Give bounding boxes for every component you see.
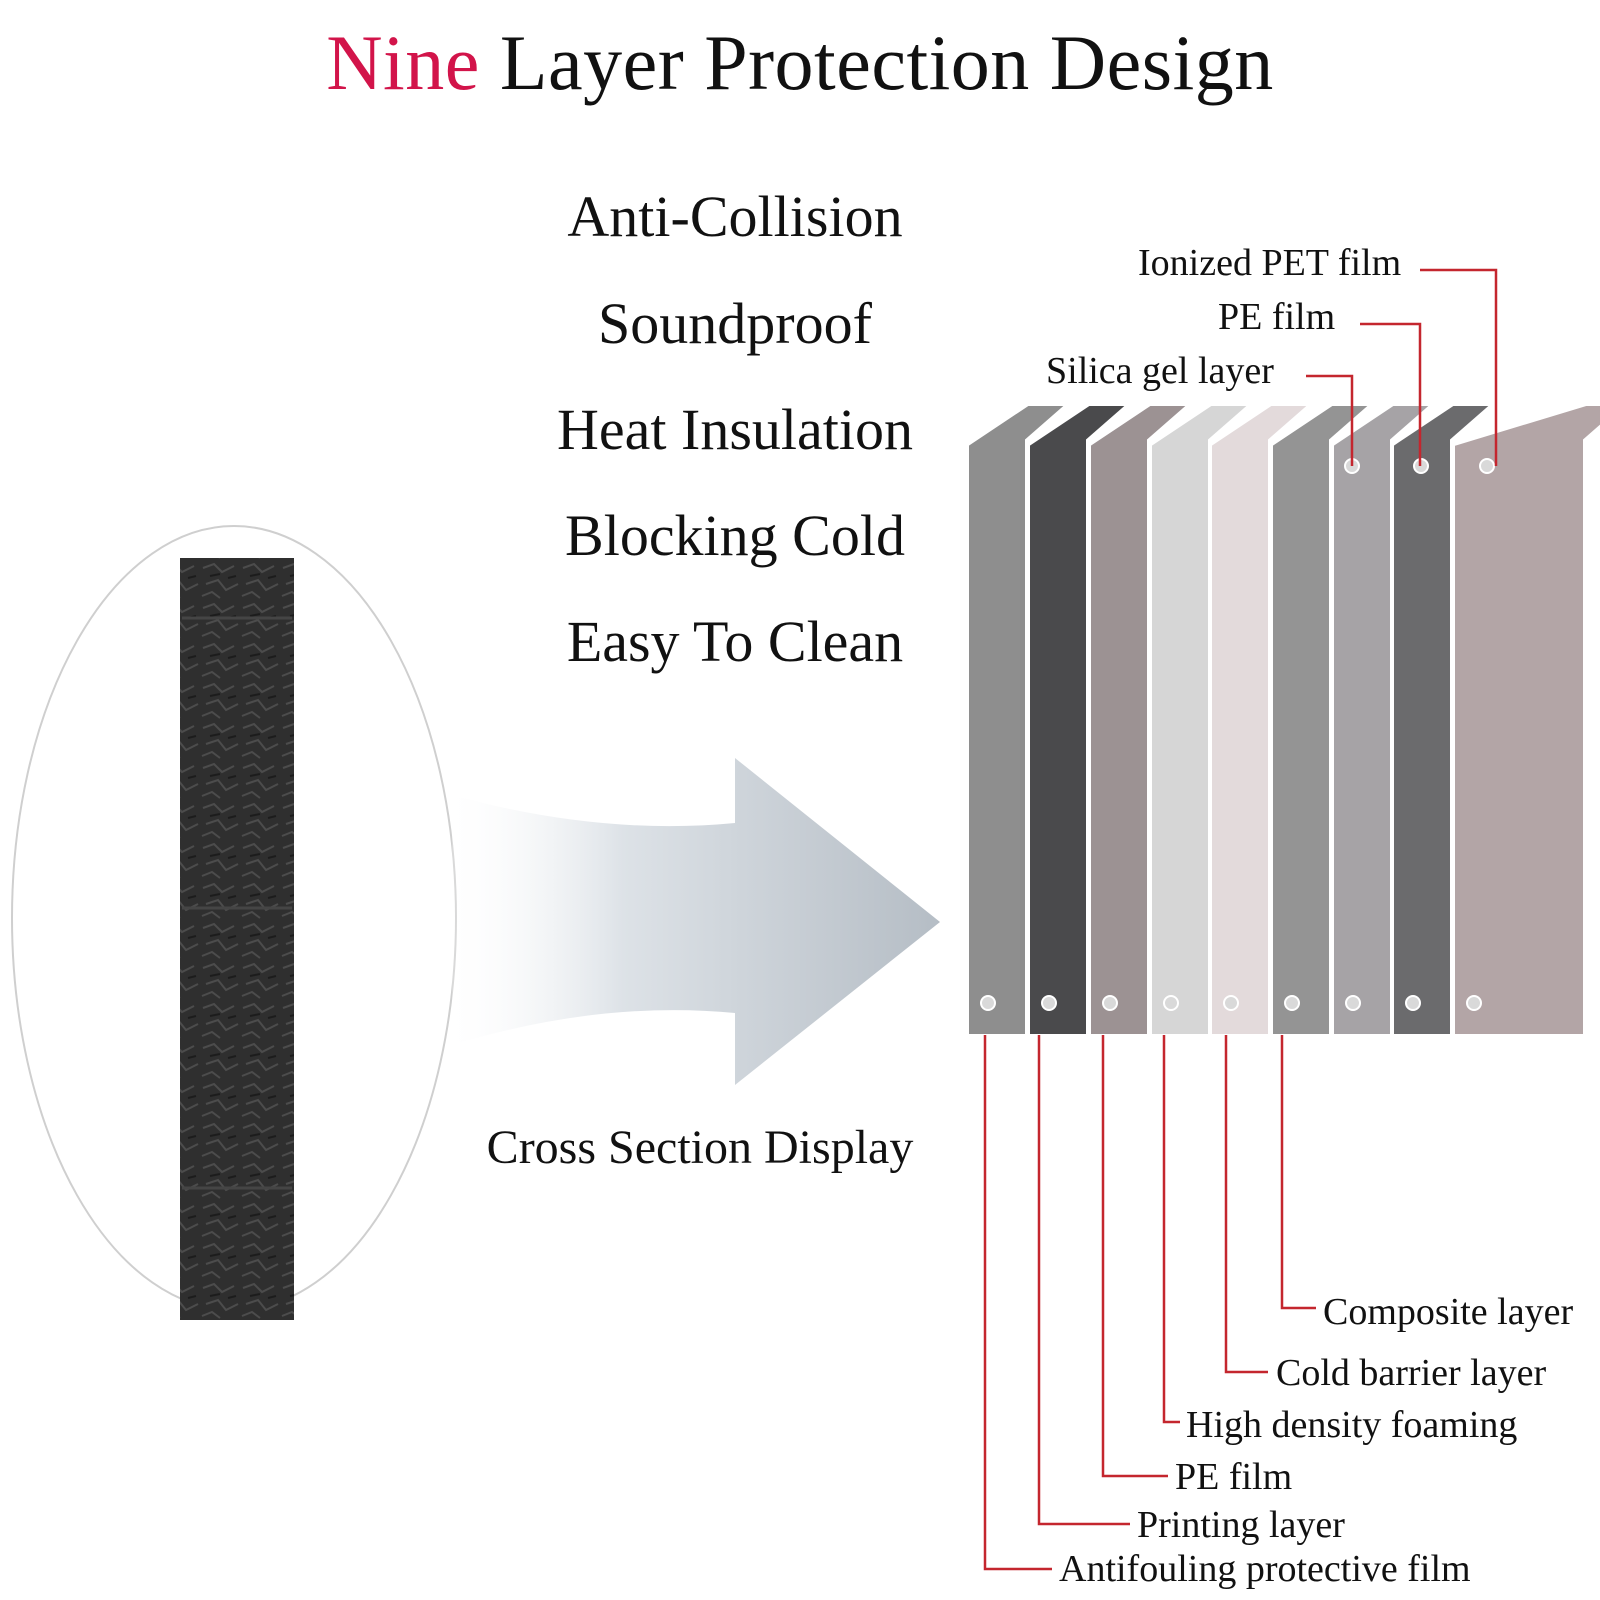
foam-strip [180, 558, 294, 1320]
leader-line [1101, 1035, 1168, 1478]
cross-section-caption: Cross Section Display [486, 1121, 914, 1174]
feature-anti-collision: Anti-Collision [567, 184, 903, 249]
leader-line [1420, 268, 1498, 466]
leader-lines [983, 268, 1498, 1571]
rivet-dot [1466, 995, 1482, 1011]
layer-panel [1392, 404, 1494, 1036]
label-composite-layer: Composite layer [1323, 1291, 1574, 1333]
rivet-dot [1345, 995, 1361, 1011]
label-printing-layer: Printing layer [1137, 1504, 1345, 1546]
leader-line [1360, 322, 1422, 466]
feature-blocking-cold: Blocking Cold [565, 503, 905, 568]
label-silica-gel-layer: Silica gel layer [1046, 350, 1274, 392]
label-antifouling-protective-film: Antifouling protective film [1059, 1548, 1471, 1590]
label-ionized-pet-film: Ionized PET film [1138, 242, 1402, 284]
feature-heat-insulation: Heat Insulation [557, 397, 913, 462]
title-accent: Nine [326, 19, 480, 106]
label-pe-film-top: PE film [1218, 296, 1336, 338]
layer-panels [967, 404, 1600, 1036]
rivet-dot [1479, 458, 1495, 474]
layer-panel [1453, 404, 1600, 1036]
rivet-dot [1223, 995, 1239, 1011]
rivet-dot [1163, 995, 1179, 1011]
label-high-density-foaming: High density foaming [1186, 1404, 1518, 1446]
rivet-dot [1405, 995, 1421, 1011]
label-cold-barrier-layer: Cold barrier layer [1276, 1352, 1547, 1394]
leader-line [1224, 1035, 1268, 1374]
rivet-dot [1041, 995, 1057, 1011]
feature-easy-to-clean: Easy To Clean [566, 609, 904, 674]
leader-line [1306, 374, 1354, 466]
strip-brick-seams [182, 616, 292, 1190]
feature-soundproof: Soundproof [598, 291, 872, 356]
layer-panel [1089, 404, 1191, 1036]
arrow-shape [452, 758, 940, 1085]
layer-panel [1210, 404, 1312, 1036]
leader-line [1037, 1035, 1130, 1526]
page-title: Nine Layer Protection Design [0, 18, 1600, 108]
title-rest: Layer Protection Design [479, 19, 1274, 106]
rivet-dot [980, 995, 996, 1011]
layer-panel [1150, 404, 1252, 1036]
rivet-dot [1284, 995, 1300, 1011]
layer-panel [1271, 404, 1373, 1036]
leader-line [983, 1035, 1052, 1571]
leader-line [1162, 1035, 1180, 1424]
leader-line [1280, 1035, 1316, 1310]
rivet-dot [1102, 995, 1118, 1011]
layer-panel [1028, 404, 1130, 1036]
layer-panel [967, 404, 1069, 1036]
layer-panel [1332, 404, 1434, 1036]
label-pe-film-bottom: PE film [1175, 1456, 1293, 1498]
